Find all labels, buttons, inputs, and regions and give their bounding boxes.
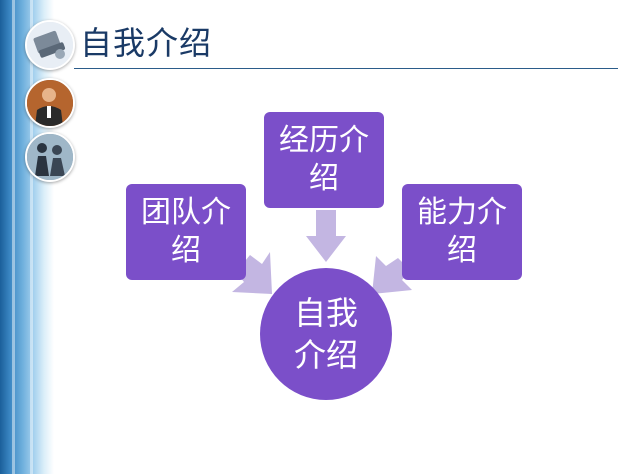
laptop-photo-icon xyxy=(25,20,75,70)
center-node: 自我介绍 xyxy=(260,268,392,400)
arrow-top-to-center xyxy=(306,210,346,262)
band-stripe xyxy=(30,0,33,474)
team-photo-icon xyxy=(25,132,75,182)
title-divider xyxy=(74,68,618,69)
slide-title: 自我介绍 xyxy=(80,24,213,62)
band-stripe xyxy=(12,0,15,474)
arrow-left-to-center xyxy=(232,252,272,294)
node-experience: 经历介绍 xyxy=(264,112,384,208)
node-ability: 能力介绍 xyxy=(402,184,522,280)
node-team: 团队介绍 xyxy=(126,184,246,280)
businessman-photo-icon xyxy=(25,78,75,128)
